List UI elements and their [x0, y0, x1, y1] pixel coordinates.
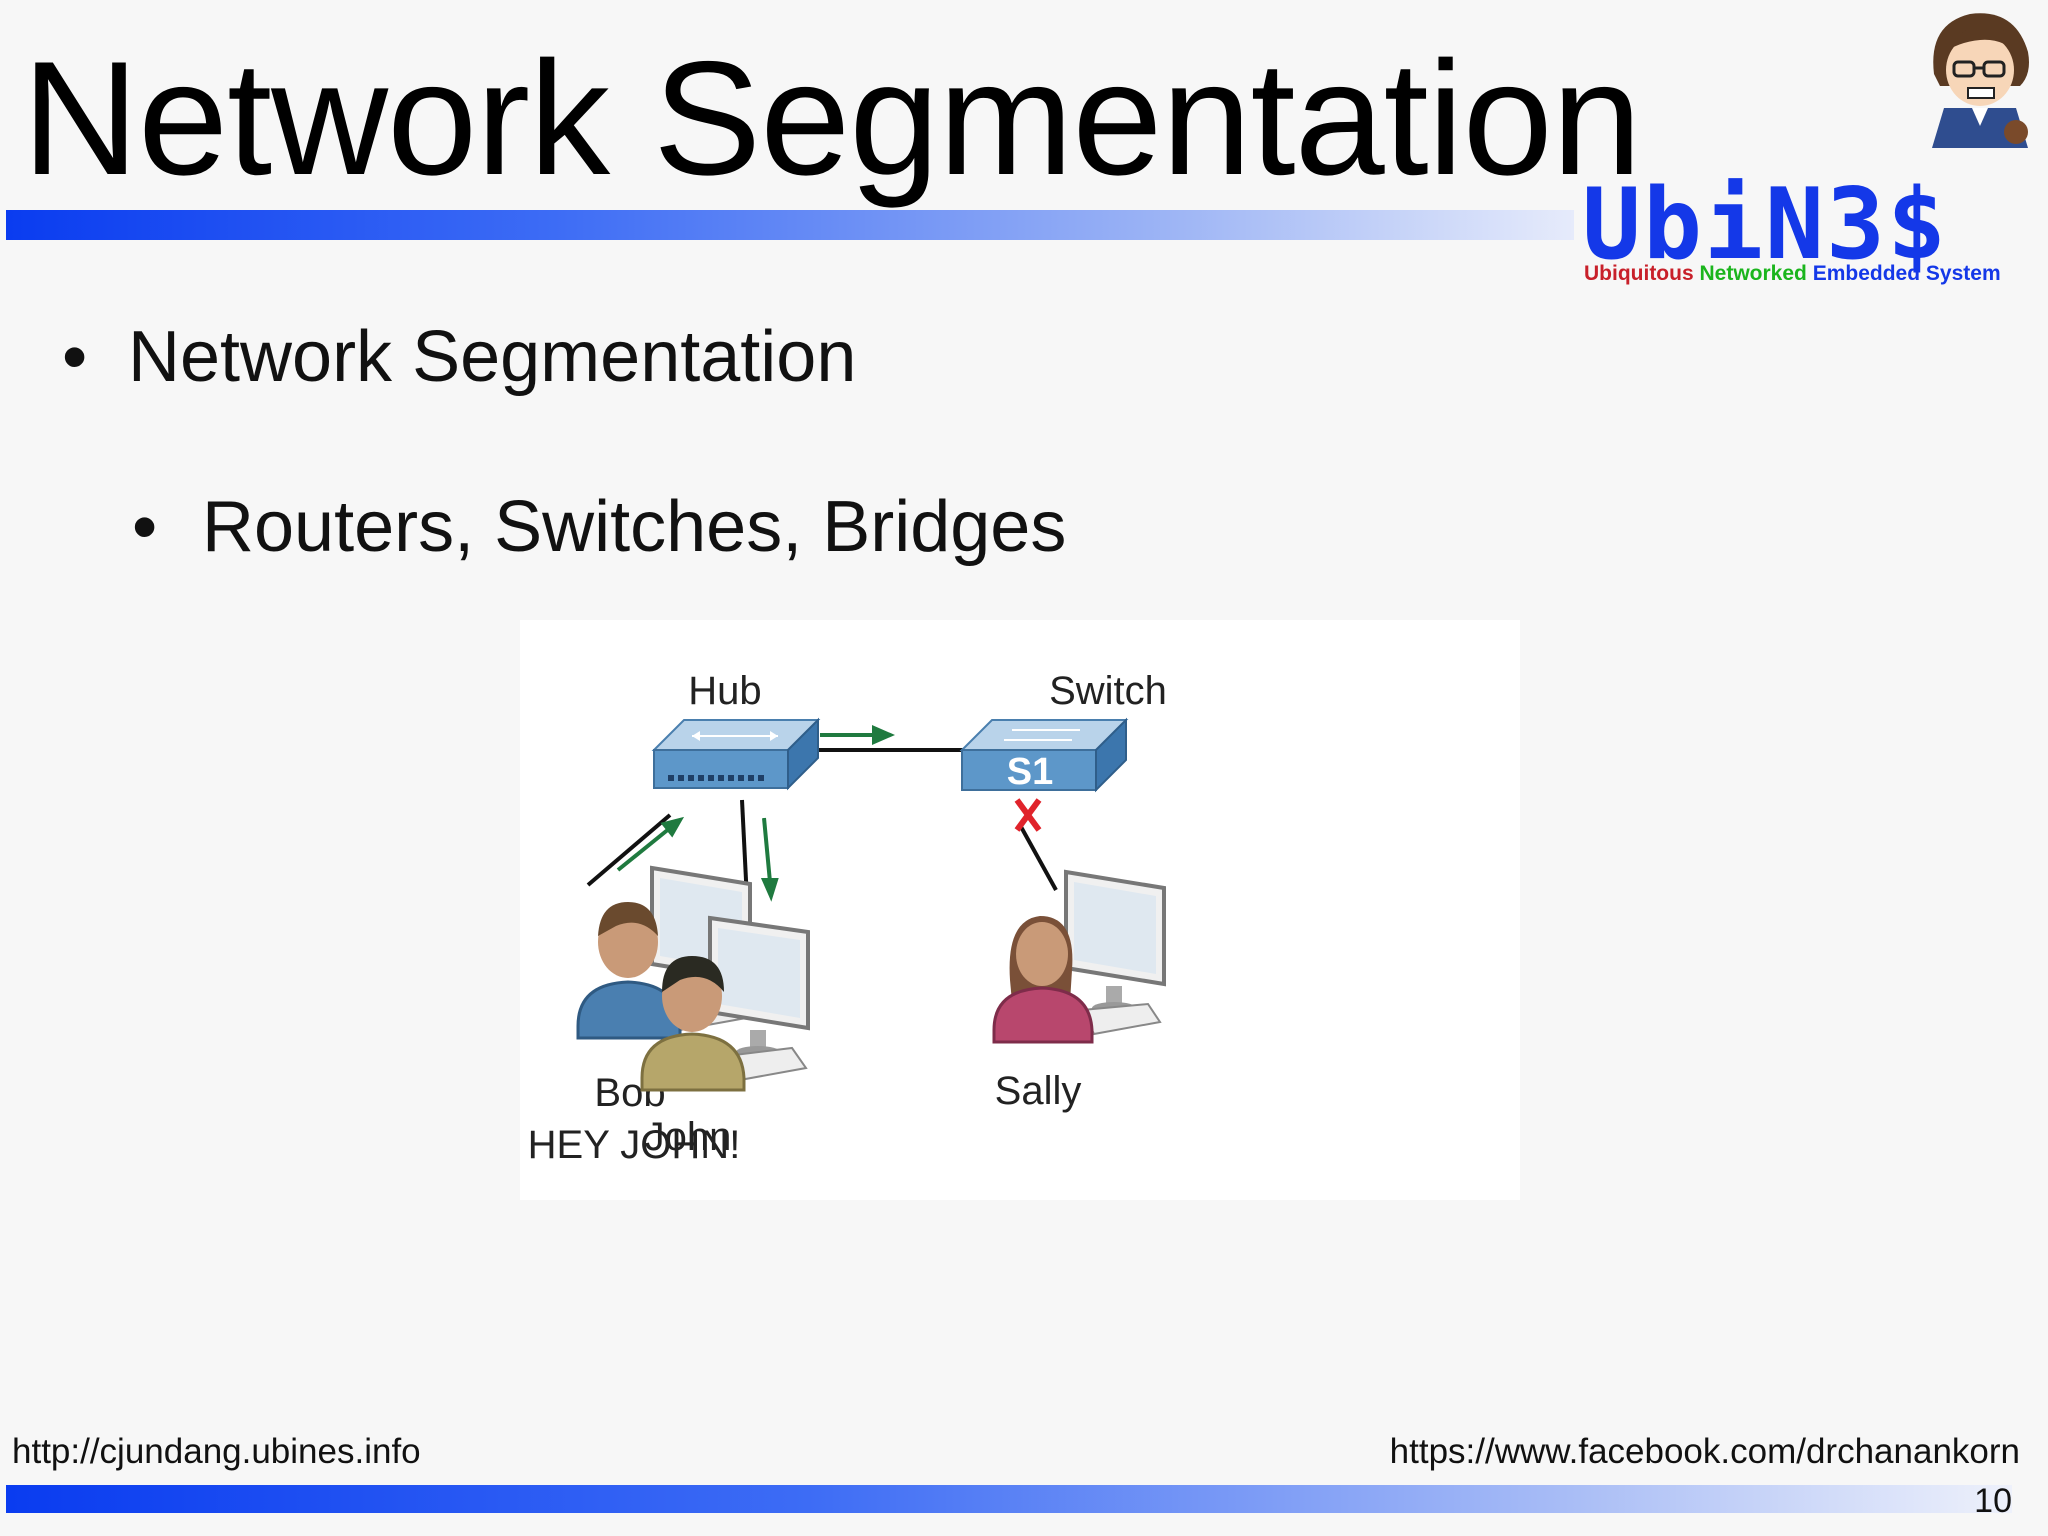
switch-device-icon: [959, 717, 1129, 793]
john-workstation-icon: [640, 915, 810, 1092]
bob-message: HEY JOHN!: [528, 1123, 741, 1167]
logo-word-embedded: Embedded: [1812, 262, 1921, 285]
logo-word-networked: Networked: [1699, 262, 1807, 285]
footer-website-link[interactable]: http://cjundang.ubines.info: [12, 1432, 421, 1471]
hub-device-icon: [651, 717, 821, 791]
ubines-logo: UbiN3$: [1582, 168, 1949, 282]
sally-workstation-icon: [992, 869, 1166, 1044]
network-diagram-overlay: Bob HEY JOHN! John Sally: [528, 724, 1166, 1167]
arrow-bob-to-hub-icon: [616, 816, 685, 872]
bullet-level-2: • Routers, Switches, Bridges: [132, 486, 1066, 568]
slide-title: Network Segmentation: [22, 28, 1642, 209]
switch-label: Switch: [1049, 669, 1167, 713]
bullet-text: Network Segmentation: [128, 317, 857, 397]
logo-word-system: System: [1925, 262, 2001, 285]
switch-id-label: S1: [1007, 751, 1053, 793]
avatar-cartoon-icon: [1932, 13, 2029, 148]
bullet-text: Routers, Switches, Bridges: [202, 487, 1067, 567]
bullet-dot: •: [62, 317, 88, 397]
arrow-hub-switch-link-icon: [820, 724, 895, 746]
title-underline-bar: [6, 210, 1574, 240]
bob-hub-cable: [586, 813, 672, 887]
blocked-x-icon: [1014, 798, 1042, 832]
bullet-level-1: • Network Segmentation: [62, 316, 856, 398]
hub-label: Hub: [688, 669, 761, 713]
john-label: John: [645, 1115, 732, 1159]
footer-facebook-link[interactable]: https://www.facebook.com/drchanankorn: [1389, 1432, 2020, 1471]
page-number: 10: [1974, 1482, 2012, 1520]
footer-bar: [6, 1485, 2012, 1513]
sally-label: Sally: [995, 1069, 1082, 1113]
arrow-hub-to-john-icon: [760, 817, 779, 902]
logo-word-ubiquitous: Ubiquitous: [1584, 262, 1694, 285]
sally-switch-cable: [1018, 824, 1058, 891]
ubines-logo-subtitle: Ubiquitous Networked Embedded System: [1584, 262, 2001, 286]
bullet-dot: •: [132, 487, 158, 567]
